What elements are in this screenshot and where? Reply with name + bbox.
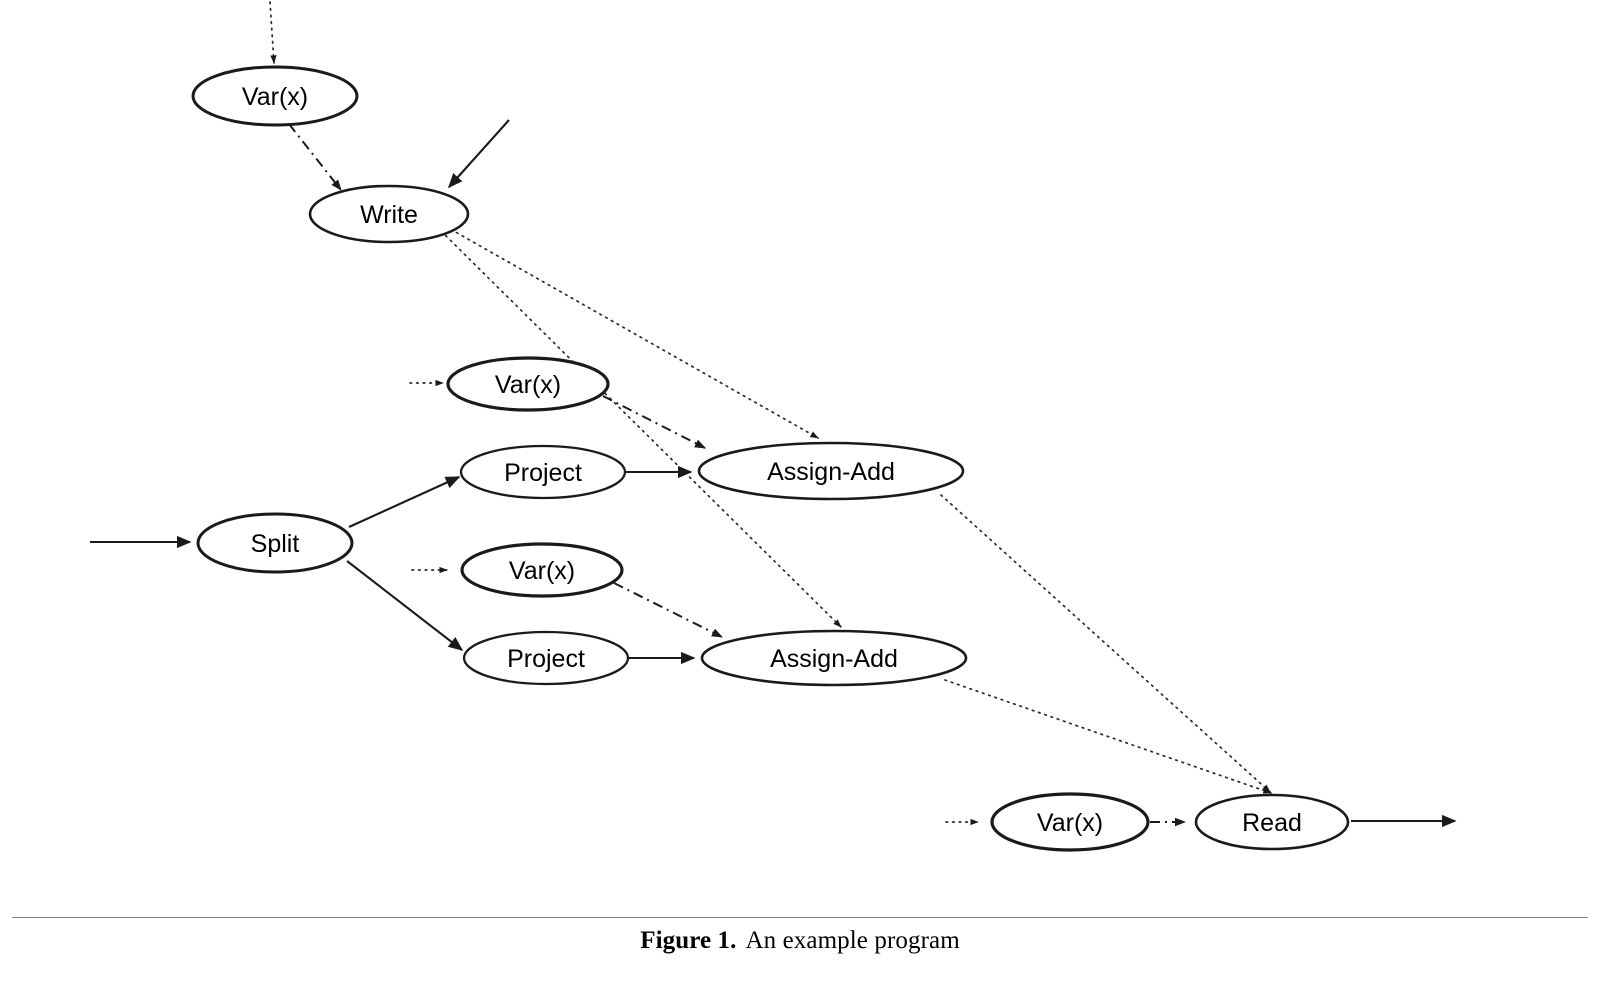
node-ellipse	[459, 444, 627, 500]
node-label: Var(x)	[242, 83, 308, 111]
node-ellipse	[990, 792, 1150, 852]
node-read[interactable]: Read	[1194, 793, 1350, 851]
node-assign-add-2[interactable]: Assign-Add	[700, 629, 968, 687]
node-label: Project	[504, 459, 582, 487]
node-project-2[interactable]: Project	[462, 630, 630, 686]
node-label: Split	[251, 530, 300, 558]
node-project-1[interactable]: Project	[459, 444, 627, 500]
figure-caption-text: An example program	[745, 927, 960, 954]
edge-external-to-var-x-top	[269, 1, 277, 64]
edge-write-to-assign-add-2	[440, 230, 842, 628]
edge-write-to-assign-add-1	[444, 225, 819, 439]
node-label: Read	[1242, 809, 1302, 837]
node-ellipse	[196, 512, 354, 574]
edge-split-to-project-1	[348, 476, 461, 528]
node-var-x-top[interactable]: Var(x)	[191, 65, 359, 127]
node-ellipse	[308, 184, 470, 244]
node-var-x-mid-2[interactable]: Var(x)	[460, 542, 624, 598]
node-var-x-bottom[interactable]: Var(x)	[990, 792, 1150, 852]
figure-caption: Figure 1. An example program	[0, 927, 1600, 955]
node-label: Assign-Add	[770, 645, 898, 673]
node-ellipse	[1194, 793, 1350, 851]
node-label: Assign-Add	[767, 458, 895, 486]
node-ellipse	[446, 356, 610, 412]
caption-divider	[12, 917, 1588, 918]
node-var-x-mid-1[interactable]: Var(x)	[446, 356, 610, 412]
node-ellipse	[700, 629, 968, 687]
edge-var-x-mid-2-to-assign-add-2	[613, 582, 724, 638]
node-ellipse	[462, 630, 630, 686]
edge-var-x-top-to-write	[288, 123, 342, 191]
node-label: Var(x)	[509, 557, 575, 585]
edge-assign-add-2-to-read	[944, 679, 1272, 794]
figure-number: Figure 1.	[640, 927, 737, 954]
edge-split-to-project-2	[346, 560, 464, 651]
edge-external-to-write	[448, 119, 510, 189]
node-assign-add-1[interactable]: Assign-Add	[697, 441, 965, 501]
node-split[interactable]: Split	[196, 512, 354, 574]
node-label: Var(x)	[495, 371, 561, 399]
node-ellipse	[460, 542, 624, 598]
node-label: Var(x)	[1037, 809, 1103, 837]
node-label: Write	[360, 201, 418, 229]
edge-var-x-mid-1-to-assign-add-1	[602, 395, 706, 449]
node-ellipse	[191, 65, 359, 127]
edge-assign-add-1-to-read	[940, 494, 1271, 793]
node-write[interactable]: Write	[308, 184, 470, 244]
node-ellipse	[697, 441, 965, 501]
node-label: Project	[507, 645, 585, 673]
